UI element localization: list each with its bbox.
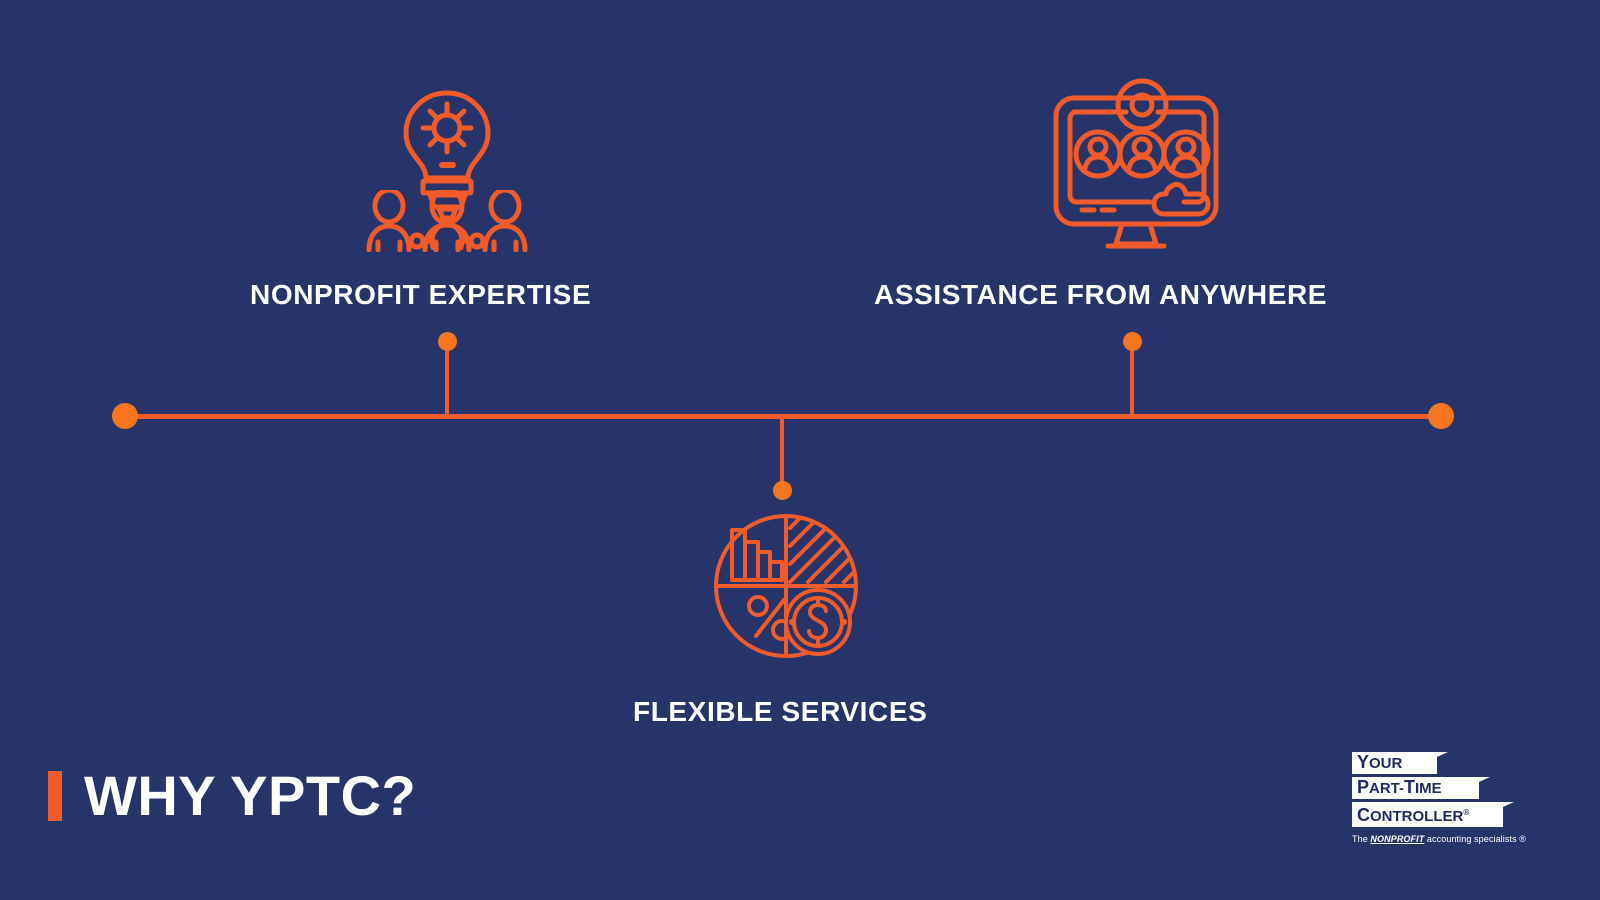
team-people-icon	[366, 186, 528, 253]
logo-registered-mark: ®	[1463, 808, 1470, 817]
logo-controller-cap: C	[1357, 805, 1370, 825]
logo-your-rest: OUR	[1369, 755, 1403, 772]
monitor-video-call-icon	[1046, 78, 1226, 250]
page-title: WHY YPTC?	[84, 764, 417, 827]
timeline-node-dot-2[interactable]	[1123, 332, 1142, 351]
logo-dash: -	[1399, 780, 1405, 797]
logo-tagline: The NONPROFIT accounting specialists ®	[1352, 834, 1532, 844]
logo-line-controller: CONTROLLER®	[1352, 802, 1514, 827]
timeline-axis	[125, 414, 1441, 419]
logo-part-cap: P	[1357, 777, 1370, 797]
timeline-branch-stem-3	[780, 417, 784, 491]
timeline-node-dot-1[interactable]	[438, 332, 457, 351]
tagline-post: accounting specialists ®	[1424, 834, 1527, 844]
logo-wordmark: YOUR PART-TIME CONTROLLER®	[1352, 752, 1532, 830]
timeline-branch-stem-1	[445, 341, 449, 417]
title-accent-bar	[48, 771, 62, 821]
pie-chart-finance-icon	[712, 512, 860, 660]
timeline-node-dot-3[interactable]	[773, 481, 792, 500]
logo-line-part-time: PART-TIME	[1352, 777, 1490, 799]
timeline-branch-stem-2	[1130, 341, 1134, 417]
node-label-assistance-from-anywhere: ASSISTANCE FROM ANYWHERE	[874, 279, 1328, 310]
yptc-logo: YOUR PART-TIME CONTROLLER® The NONPROFIT…	[1352, 752, 1532, 844]
tagline-pre: The	[1352, 834, 1371, 844]
logo-time-rest: IME	[1415, 780, 1442, 797]
timeline-endpoint-right	[1428, 403, 1454, 429]
timeline-endpoint-left	[112, 403, 138, 429]
logo-line-your: YOUR	[1352, 752, 1448, 774]
logo-your-cap: Y	[1357, 752, 1370, 772]
logo-time-cap: T	[1404, 777, 1416, 797]
logo-controller-rest: ONTROLLER	[1370, 808, 1464, 825]
tagline-nonprofit: NONPROFIT	[1370, 834, 1425, 844]
slide-title-group: WHY YPTC?	[48, 768, 416, 824]
logo-part-rest: ART	[1369, 780, 1400, 797]
node-label-flexible-services: FLEXIBLE SERVICES	[633, 696, 928, 727]
node-label-nonprofit-expertise: NONPROFIT EXPERTISE	[250, 279, 592, 310]
